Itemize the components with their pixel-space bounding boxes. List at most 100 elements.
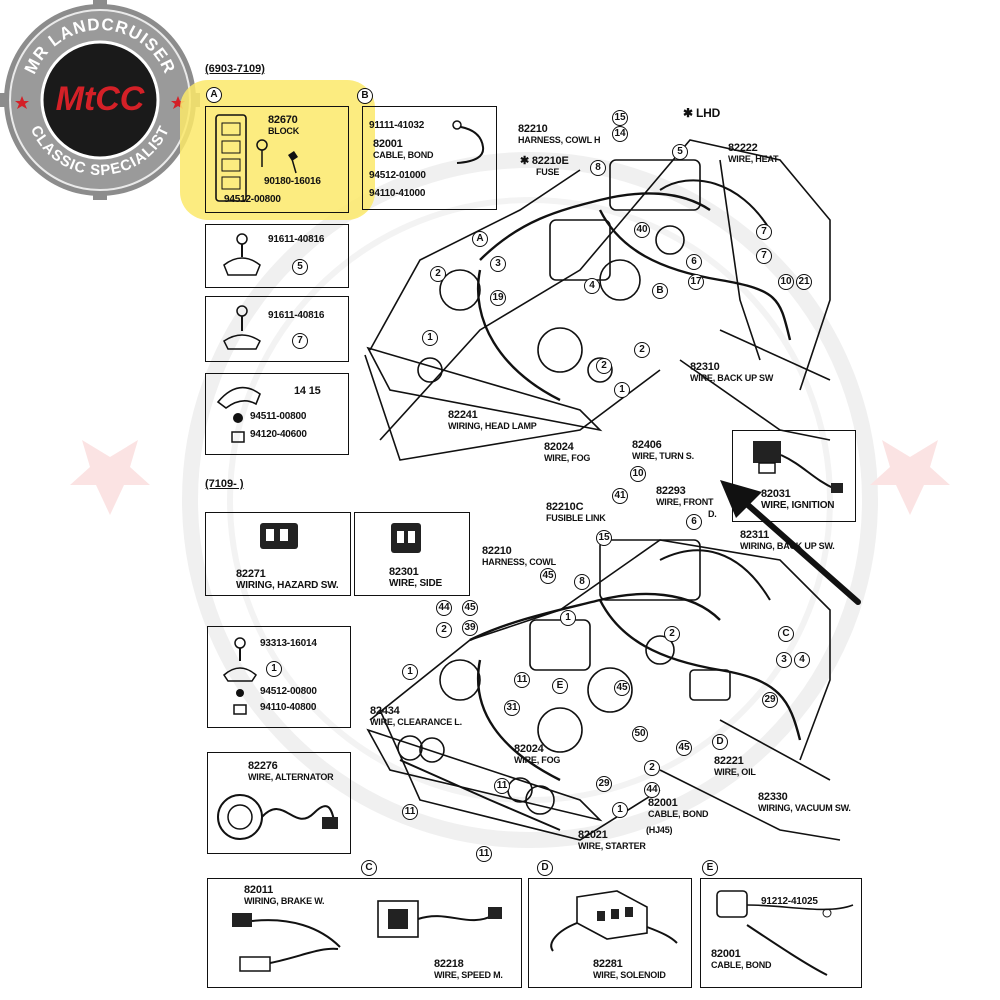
callout-u-1b: 1 bbox=[614, 382, 630, 398]
panel-b-p2-name: CABLE, BOND bbox=[373, 150, 434, 160]
callout-u-3: 3 bbox=[490, 256, 506, 272]
wire-heat-part: 82222 bbox=[728, 142, 758, 154]
callout-l-39: 39 bbox=[462, 620, 478, 636]
clamp-icon bbox=[223, 637, 257, 715]
callout-u-2b: 2 bbox=[634, 342, 650, 358]
callout-l-8: 8 bbox=[574, 574, 590, 590]
callout-u-14: 14 bbox=[612, 126, 628, 142]
panel-a-part: 82670 bbox=[268, 114, 298, 126]
callout-l-45c: 45 bbox=[614, 680, 630, 696]
clamp-5-ref: 5 bbox=[292, 259, 308, 275]
panel-wire-alternator: 82276 WIRE, ALTERNATOR bbox=[207, 752, 351, 854]
callout-u-4: 4 bbox=[584, 278, 600, 294]
panel-e-p2: 82001 bbox=[711, 948, 741, 960]
callout-l-11c: 11 bbox=[494, 778, 510, 794]
back-up-name: WIRE, BACK UP SW bbox=[690, 373, 774, 383]
connector-icon bbox=[260, 523, 298, 549]
panel-e: 91212-41025 82001 CABLE, BOND bbox=[700, 878, 862, 988]
panel-c-p1: 82011 bbox=[244, 884, 273, 896]
panel-c-p2-name: WIRE, SPEED M. bbox=[434, 970, 503, 980]
solenoid-icon bbox=[550, 890, 678, 952]
turn-part: 82406 bbox=[632, 439, 662, 451]
callout-u-17: 17 bbox=[688, 274, 704, 290]
brake-switch-icon bbox=[232, 913, 341, 972]
clamp-7-part: 91611-40816 bbox=[268, 310, 325, 321]
upper-fog-name: WIRE, FOG bbox=[544, 453, 591, 463]
fusible-name: FUSIBLE LINK bbox=[546, 513, 606, 523]
callout-l-4: 4 bbox=[794, 652, 810, 668]
oil-part: 82221 bbox=[714, 755, 744, 767]
hj45-label: (HJ45) bbox=[646, 825, 673, 835]
panel-clamp-7: 91611-40816 7 bbox=[205, 296, 349, 362]
alternator-part: 82276 bbox=[248, 760, 278, 772]
clamp-7-ref: 7 bbox=[292, 333, 308, 349]
starter-part: 82021 bbox=[578, 829, 608, 841]
panel-c-p2: 82218 bbox=[434, 958, 464, 970]
callout-l-29: 29 bbox=[596, 776, 612, 792]
lower-cable-bond-name: CABLE, BOND bbox=[648, 809, 709, 819]
head-lamp-name: WIRING, HEAD LAMP bbox=[448, 421, 537, 431]
period-early-label: (6903-7109) bbox=[205, 63, 265, 75]
bond-cable-icon bbox=[716, 890, 854, 976]
mtcc-logo: MR LANDCRUISER CLASSIC SPECIALIST MtCC bbox=[0, 0, 200, 200]
back-up-part: 82310 bbox=[690, 361, 720, 373]
lower-harness-part: 82210 bbox=[482, 545, 512, 557]
ignition-part: 82031 bbox=[761, 488, 791, 500]
callout-letter-e: E bbox=[552, 678, 568, 694]
callout-l-3: 3 bbox=[776, 652, 792, 668]
lower-fog-name: WIRE, FOG bbox=[514, 755, 561, 765]
callout-l-11b: 11 bbox=[402, 804, 418, 820]
callout-l-11a: 11 bbox=[514, 672, 530, 688]
panel-clamp-14-15: 14 15 94511-00800 94120-40600 bbox=[205, 373, 349, 455]
callout-l-2b: 2 bbox=[664, 626, 680, 642]
bond-cable-icon bbox=[452, 120, 485, 164]
callout-u-6: 6 bbox=[686, 254, 702, 270]
panel-c-p1-name: WIRING, BRAKE W. bbox=[244, 896, 325, 906]
lhd-label: ✱ LHD bbox=[683, 106, 721, 120]
callout-u-5: 5 bbox=[672, 144, 688, 160]
callout-l-31: 31 bbox=[504, 700, 520, 716]
panel-b: 91111-41032 82001 CABLE, BOND 94512-0100… bbox=[362, 106, 497, 210]
panel-a-p2: 90180-16016 bbox=[264, 176, 321, 187]
clamp-1-p3: 94512-00800 bbox=[260, 686, 317, 697]
period-late-label: (7109- ) bbox=[205, 478, 244, 490]
upper-fog-part: 82024 bbox=[544, 441, 574, 453]
panel-b-p2: 82001 bbox=[373, 138, 403, 150]
wire-heat-name: WIRE, HEAT bbox=[728, 154, 779, 164]
lower-cable-bond-part: 82001 bbox=[648, 797, 678, 809]
vacuum-part: 82330 bbox=[758, 791, 788, 803]
callout-u-15: 15 bbox=[612, 110, 628, 126]
callout-l-10: 10 bbox=[630, 466, 646, 482]
callout-l-2c: 2 bbox=[644, 760, 660, 776]
callout-letter-a: A bbox=[472, 231, 488, 247]
panel-d-name: WIRE, SOLENOID bbox=[593, 970, 666, 980]
side-name: WIRE, SIDE bbox=[389, 578, 443, 589]
logo-mark: MtCC bbox=[56, 80, 145, 118]
panel-c-letter: C bbox=[361, 860, 377, 876]
front-part: 82293 bbox=[656, 485, 686, 497]
alternator-icon bbox=[217, 794, 338, 840]
panel-e-p1: 91212-41025 bbox=[761, 896, 818, 907]
callout-l-44: 44 bbox=[436, 600, 452, 616]
lower-engine-diagram bbox=[366, 539, 841, 841]
clamp-1-p4: 94110-40800 bbox=[260, 702, 317, 713]
callout-u-10: 10 bbox=[778, 274, 794, 290]
vacuum-name: WIRING, VACUUM SW. bbox=[758, 803, 851, 813]
clamp-14-15-p3: 94120-40600 bbox=[250, 429, 307, 440]
panel-b-p3: 94512-01000 bbox=[369, 170, 426, 181]
callout-u-2a: 2 bbox=[430, 266, 446, 282]
callout-l-45b: 45 bbox=[462, 600, 478, 616]
hazard-name: WIRING, HAZARD SW. bbox=[236, 580, 339, 591]
callout-u-7b: 7 bbox=[756, 248, 772, 264]
lower-harness-name: HARNESS, COWL bbox=[482, 557, 556, 567]
panel-e-p2-name: CABLE, BOND bbox=[711, 960, 772, 970]
panel-a: 82670 BLOCK 90180-16016 94512-00800 bbox=[205, 106, 349, 213]
panel-d: 82281 WIRE, SOLENOID bbox=[528, 878, 692, 988]
clearance-part: 82434 bbox=[370, 705, 400, 717]
side-part: 82301 bbox=[389, 566, 419, 578]
callout-l-1c: 1 bbox=[560, 610, 576, 626]
fusible-part: 82210C bbox=[546, 501, 584, 513]
panel-a-highlight bbox=[180, 80, 375, 220]
callout-l-1b: 1 bbox=[612, 802, 628, 818]
